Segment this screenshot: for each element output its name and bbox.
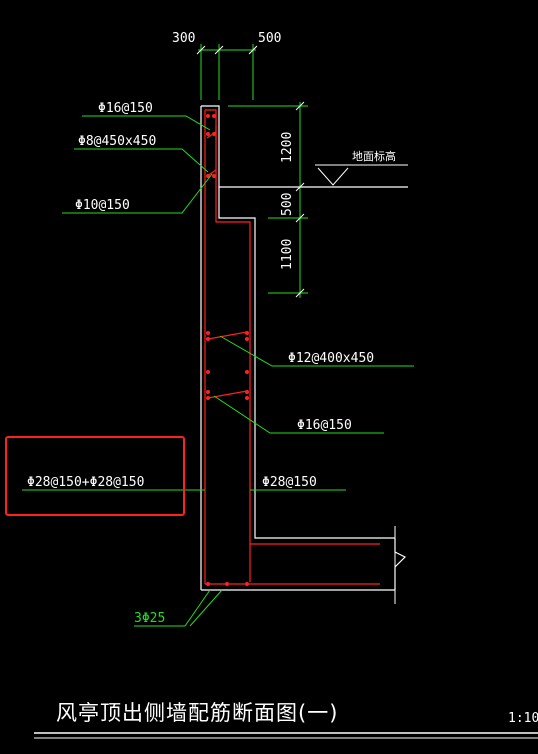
ground-level-symbol bbox=[315, 164, 408, 186]
label-outer-vertical: Φ28@150+Φ28@150 bbox=[27, 475, 144, 490]
rebar-dots bbox=[206, 114, 249, 586]
dim-500-label: 500 bbox=[258, 31, 281, 46]
dim-1100-label: 1100 bbox=[280, 239, 295, 270]
label-mid-tie: Φ12@400x450 bbox=[288, 351, 374, 366]
label-top-bar: Φ16@150 bbox=[98, 101, 153, 116]
side-dimension bbox=[228, 101, 308, 298]
rebar bbox=[204, 109, 380, 585]
leader-lines bbox=[22, 115, 414, 627]
label-inner-vertical: Φ28@150 bbox=[262, 475, 317, 490]
title-underline bbox=[34, 732, 538, 739]
label-bottom-bars: 3Φ25 bbox=[134, 611, 165, 626]
dim-500-side-label: 500 bbox=[280, 193, 295, 216]
ground-level-label: 地面标高 bbox=[352, 149, 396, 163]
dim-300-label: 300 bbox=[172, 31, 195, 46]
label-tie: Φ8@450x450 bbox=[78, 134, 156, 149]
highlight-box bbox=[5, 436, 185, 516]
label-mid-bar: Φ16@150 bbox=[297, 418, 352, 433]
drawing-title: 风亭顶出侧墙配筋断面图(一) bbox=[56, 701, 338, 725]
top-dimension bbox=[196, 44, 258, 100]
dim-1200-label: 1200 bbox=[280, 132, 295, 163]
concrete-outline bbox=[200, 105, 408, 604]
label-upper-horizontal: Φ10@150 bbox=[75, 198, 130, 213]
scale-label: 1:100 bbox=[508, 711, 538, 726]
